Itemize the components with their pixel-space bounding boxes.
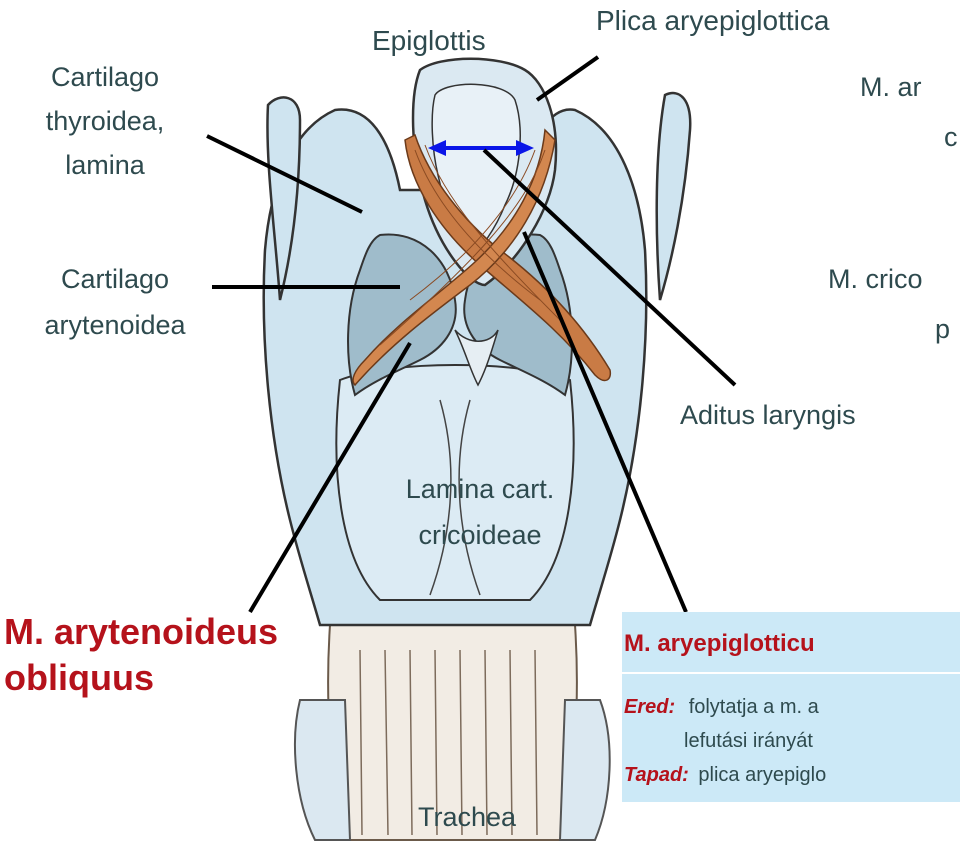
label-m-crico-partial: M. crico xyxy=(828,262,923,296)
label-cartilago-arytenoidea: Cartilago arytenoidea xyxy=(0,262,230,342)
label-line: lamina xyxy=(0,148,210,182)
info-box-divider xyxy=(622,672,960,674)
info-tapad-text: plica aryepiglo xyxy=(698,764,826,786)
label-line: arytenoidea xyxy=(0,308,230,342)
label-trachea: Trachea xyxy=(418,800,516,834)
label-aditus-laryngis: Aditus laryngis xyxy=(680,398,856,432)
label-line: Cartilago xyxy=(0,262,230,296)
label-c-partial: c xyxy=(944,120,958,154)
label-p-partial: p xyxy=(935,312,950,346)
label-line: thyroidea, xyxy=(0,104,210,138)
info-box-title: M. aryepiglotticu xyxy=(624,630,815,658)
label-m-arytenoideus-obliquus-line1: M. arytenoideus xyxy=(4,610,278,654)
info-ered-line-2: lefutási irányát xyxy=(684,730,813,753)
label-line: Cartilago xyxy=(0,60,210,94)
label-epiglottis: Epiglottis xyxy=(372,24,486,58)
label-plica-aryepiglottica: Plica aryepiglottica xyxy=(596,4,829,38)
info-ered-text-1: folytatja a m. a xyxy=(689,696,819,718)
label-cartilago-thyroidea: Cartilago thyroidea, lamina xyxy=(0,60,210,182)
info-ered-key: Ered: xyxy=(624,696,675,718)
info-tapad-line: Tapad: plica aryepiglo xyxy=(624,764,826,787)
label-line: Lamina cart. xyxy=(390,472,570,506)
label-lamina-cart-cricoideae: Lamina cart. cricoideae xyxy=(390,472,570,552)
label-m-arytenoideus-obliquus-line2: obliquus xyxy=(4,656,154,700)
info-box-aryepiglotticus: M. aryepiglotticu Ered: folytatja a m. a… xyxy=(622,612,960,802)
label-line: cricoideae xyxy=(390,518,570,552)
label-m-ar-partial: M. ar xyxy=(860,70,922,104)
info-tapad-key: Tapad: xyxy=(624,764,689,786)
leader-plica xyxy=(537,57,598,100)
info-ered-line: Ered: folytatja a m. a xyxy=(624,696,819,719)
